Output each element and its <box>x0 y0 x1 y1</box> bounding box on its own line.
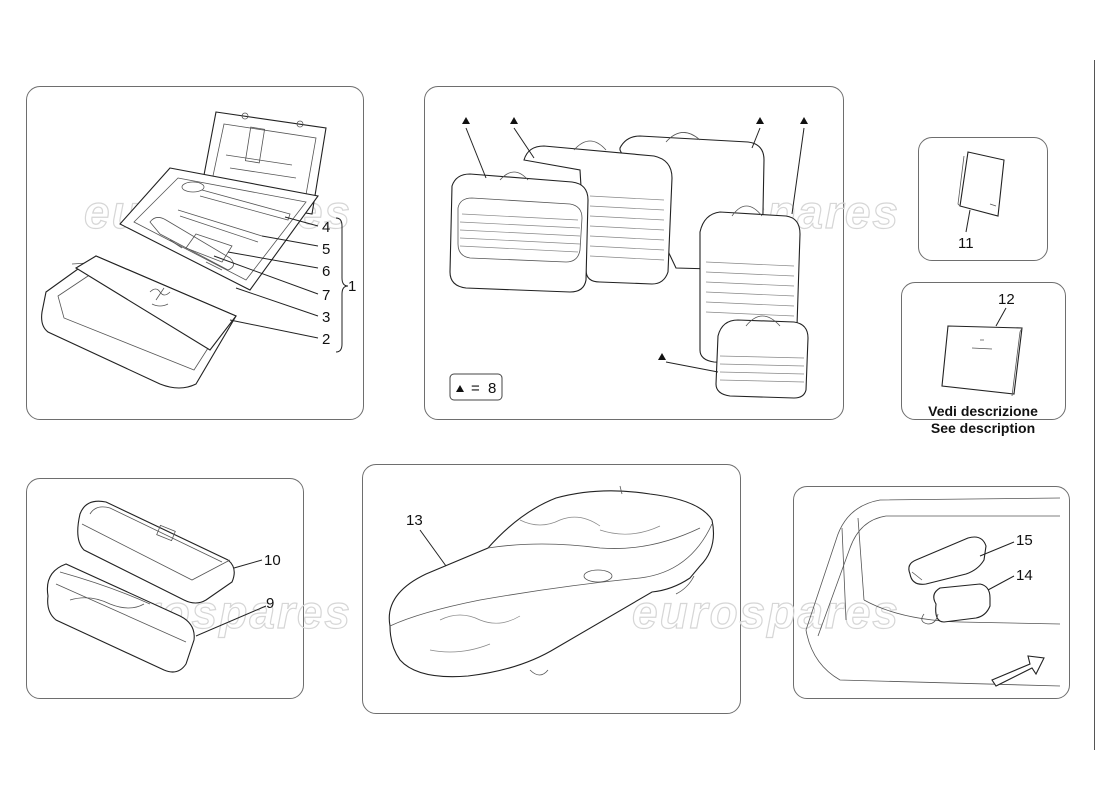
callout-1: 1 <box>348 278 356 295</box>
see-description-english: See description <box>931 420 1035 436</box>
car-cover-illustration <box>388 485 715 678</box>
page-margin-rule <box>1094 60 1095 750</box>
watermark-text: eurospares <box>632 586 900 638</box>
owner-manual-illustration <box>957 151 1005 233</box>
callout-13: 13 <box>406 512 423 529</box>
document-illustration <box>941 307 1023 397</box>
see-description-italian: Vedi descrizione <box>928 403 1038 419</box>
callout-15: 15 <box>1016 532 1033 549</box>
callout-3: 3 <box>322 309 330 326</box>
callout-7: 7 <box>322 287 330 304</box>
callout-2: 2 <box>322 331 330 348</box>
svg-text:=: = <box>471 380 480 397</box>
soft-bags-illustration <box>46 500 267 673</box>
callout-5: 5 <box>322 241 330 258</box>
callout-6: 6 <box>322 263 330 280</box>
luggage-illustration: = <box>449 117 809 401</box>
callout-14: 14 <box>1016 567 1033 584</box>
toolkit-illustration <box>41 111 349 389</box>
callout-4: 4 <box>322 219 330 236</box>
trunk-kit-illustration <box>805 497 1061 687</box>
legend-quantity: 8 <box>488 380 496 397</box>
callout-9: 9 <box>266 595 274 612</box>
callout-10: 10 <box>264 552 281 569</box>
callout-12: 12 <box>998 291 1015 308</box>
panel-trunk-kit <box>793 486 1070 699</box>
callout-11: 11 <box>958 235 974 252</box>
